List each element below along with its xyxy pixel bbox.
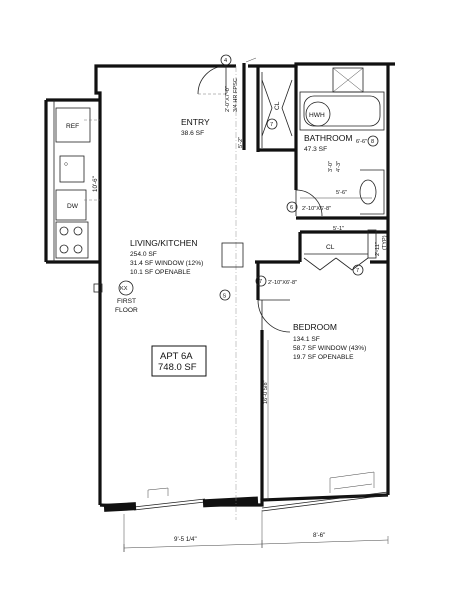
bathroom-fixtures xyxy=(299,67,385,215)
living-openable: 10.1 SF OPENABLE xyxy=(130,269,191,276)
entry-name: ENTRY xyxy=(181,117,210,127)
bedroom-width-dim: 8'-6" xyxy=(313,532,325,539)
smoke-detector-label: S xyxy=(223,294,227,300)
closet-2 xyxy=(303,229,377,271)
tag-7b xyxy=(352,264,364,276)
tag-7c xyxy=(255,275,267,287)
bedroom-area: 134.1 SF xyxy=(293,336,320,343)
bath-door-dim: 2'-10"X6'-8" xyxy=(302,206,331,212)
windows xyxy=(103,471,389,512)
bathroom-door xyxy=(295,189,323,217)
closet-2-width-dim: 5'-1" xyxy=(333,226,344,232)
bath-width-dim: 6'-6" xyxy=(356,139,367,145)
shaft-box xyxy=(221,242,244,268)
apartment-area: 748.0 SF xyxy=(158,362,197,373)
hwh-label: HWH xyxy=(309,112,325,119)
bedroom-name: BEDROOM xyxy=(293,322,337,332)
tag-8-label: 8 xyxy=(371,139,374,145)
entry-door-dim: 2'-0"X7'-0" xyxy=(225,86,231,112)
column-marker xyxy=(93,283,103,293)
interior-walls xyxy=(255,66,388,500)
entry-width-dim: 5'-2" xyxy=(238,137,244,148)
entry-door xyxy=(197,65,227,95)
tag-7a xyxy=(266,118,278,130)
fpsc-dim: 3/4 HR FPSC xyxy=(233,78,239,112)
tag-4-label: 4 xyxy=(224,58,227,64)
tag-6-label: 6 xyxy=(290,205,293,211)
closet-1-label: CL xyxy=(274,101,281,110)
living-name: LIVING/KITCHEN xyxy=(130,238,198,248)
tag-8 xyxy=(367,135,379,147)
bedroom-door xyxy=(257,299,291,333)
bath-door-width-dim: 5'-6" xyxy=(336,190,347,196)
first-floor-label-2: FLOOR xyxy=(115,307,138,314)
typ-label: (TYP) xyxy=(382,235,388,250)
tag-4 xyxy=(220,54,232,66)
tag-7b-label: 7 xyxy=(356,268,359,274)
tag-7c-label: 7 xyxy=(259,279,262,285)
kx-label: KX xyxy=(120,286,128,292)
tag-7a-label: 7 xyxy=(270,122,273,128)
dishwasher-label: DW xyxy=(67,203,79,210)
fridge-label: REF xyxy=(66,123,79,130)
bath-dim-vertical-2: 4'-3" xyxy=(336,161,342,172)
bedroom-window: 58.7 SF WINDOW (43%) xyxy=(293,345,366,352)
apartment-box xyxy=(151,345,207,377)
exterior-walls xyxy=(44,62,395,509)
bedroom-openable: 19.7 SF OPENABLE xyxy=(293,354,354,361)
bed-door-dim: 2'-10"X6'-8" xyxy=(268,280,297,286)
first-floor-label: FIRST xyxy=(117,298,136,305)
kx-marker xyxy=(118,280,134,296)
living-window: 31.4 SF WINDOW (12%) xyxy=(130,260,203,267)
closet-2-height-dim: 2'-11" xyxy=(375,242,381,256)
bathroom-name: BATHROOM xyxy=(304,133,352,143)
tag-6 xyxy=(286,201,298,213)
closet-1 xyxy=(261,72,293,148)
bedroom-height-dim: 16'-0 5/8" xyxy=(263,380,269,404)
closet-2-label: CL xyxy=(326,244,335,251)
bathroom-area: 47.3 SF xyxy=(304,146,327,153)
bath-dim-vertical: 3'-0" xyxy=(328,161,334,172)
kitchen-length-dim: 10'-6" xyxy=(92,176,99,192)
smoke-detector-icon xyxy=(219,289,231,301)
kitchen-counter xyxy=(53,100,91,262)
entry-area: 38.6 SF xyxy=(181,130,204,137)
apartment-name: APT 6A xyxy=(160,351,193,362)
living-area: 254.0 SF xyxy=(130,251,157,258)
bottom-dimension-lines xyxy=(123,510,389,552)
living-width-dim: 9'-5 1/4" xyxy=(174,536,197,543)
